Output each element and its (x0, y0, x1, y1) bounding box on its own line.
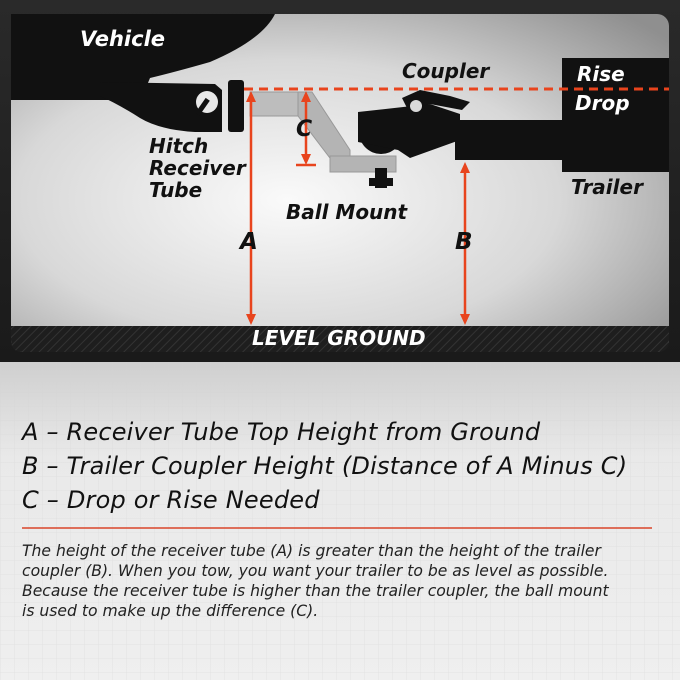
measure-c-arrowhead-top (301, 91, 311, 102)
hitch-receiver-tube (100, 82, 222, 132)
receiver-collar (228, 80, 244, 132)
rise-label: Rise (577, 62, 625, 86)
vehicle-label: Vehicle (80, 27, 166, 51)
coupler-body (358, 104, 460, 158)
measure-b-label: B (455, 229, 473, 255)
ball-mount-shank (249, 91, 299, 117)
description-line-3: Because the receiver tube is higher than… (22, 582, 609, 600)
measure-b-arrowhead-bottom (460, 314, 470, 325)
trailer-frame (562, 58, 669, 172)
coupler-label: Coupler (402, 59, 490, 83)
measure-c-arrowhead-bottom (301, 154, 311, 165)
vehicle-silhouette (11, 14, 275, 100)
hitch-receiver-tube-label: Hitch Receiver Tube (149, 135, 246, 201)
measure-b-arrowhead-top (460, 162, 470, 173)
measure-a-arrowhead-top (246, 91, 256, 102)
hitch-pin (195, 97, 210, 116)
legend-a: A – Receiver Tube Top Height from Ground (22, 418, 541, 446)
level-ground-label: LEVEL GROUND (252, 326, 426, 350)
drop-label: Drop (575, 91, 630, 115)
measure-c-label: C (296, 117, 313, 142)
hitch-label-line-1: Hitch (149, 134, 209, 158)
measure-a-label: A (240, 229, 258, 255)
level-ground-strip (11, 326, 669, 352)
legend-b: B – Trailer Coupler Height (Distance of … (22, 452, 628, 480)
trailer-label: Trailer (571, 175, 643, 199)
hitch-label-line-3: Tube (149, 178, 203, 202)
ball-nut (369, 178, 393, 186)
trailer-tongue (455, 120, 567, 160)
description-paragraph: The height of the receiver tube (A) is g… (22, 541, 662, 621)
background-grid (0, 362, 680, 680)
coupler-latch-pin (410, 100, 422, 112)
measure-a-arrowhead-bottom (246, 314, 256, 325)
legend-c: C – Drop or Rise Needed (22, 486, 320, 514)
description-line-2: coupler (B). When you tow, you want your… (22, 562, 609, 580)
ball-mount-label: Ball Mount (286, 200, 408, 224)
hitch-label-line-2: Receiver (149, 156, 246, 180)
description-line-4: is used to make up the difference (C). (22, 602, 319, 620)
description-line-1: The height of the receiver tube (A) is g… (22, 542, 601, 560)
